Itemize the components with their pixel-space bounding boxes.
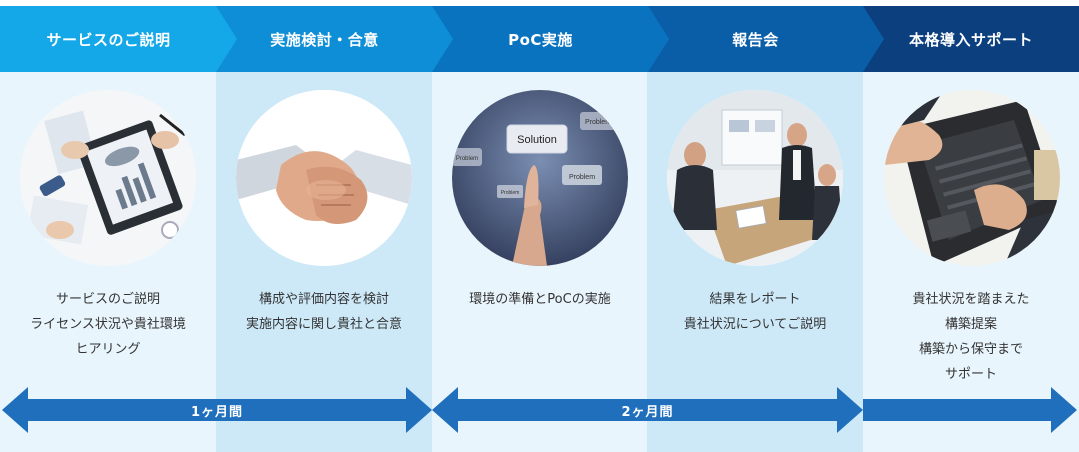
problem-label: Problem [585, 119, 611, 126]
description-line: サポート [944, 367, 997, 382]
step-3: PoC実施 [432, 6, 669, 72]
problem-label: Problem [569, 174, 595, 181]
step-5-description: 貴社状況を踏まえた 構築提案 構築から保守まで サポート [863, 287, 1079, 387]
description-line: 結果をレポート [709, 292, 801, 307]
duration-arrow-1: 1ヶ月間 [2, 387, 432, 433]
duration-label-2: 2ヶ月間 [621, 404, 674, 420]
step-5-label: 本格導入サポート [908, 30, 1033, 49]
solution-touch-photo: Solution Problem Problem Problem Problem [452, 90, 628, 266]
duration-label-1: 1ヶ月間 [190, 404, 244, 420]
duration-arrow-2: 2ヶ月間 [432, 387, 863, 433]
laptop-typing-photo [884, 90, 1060, 266]
step-4-description: 結果をレポート 貴社状況についてご説明 [647, 287, 863, 337]
description-line: 環境の準備とPoCの実施 [469, 292, 611, 307]
problem-label: Problem [456, 156, 478, 162]
handshake-photo [236, 90, 412, 266]
description-line: 構成や評価内容を検討 [258, 292, 389, 307]
step-5: 本格導入サポート [863, 6, 1079, 72]
duration-arrow-3 [863, 387, 1077, 433]
step-header: 本格導入サポート 報告会 PoC実施 実施検討・合意 サービスのご説明 [0, 6, 1079, 72]
step-2: 実施検討・合意 [216, 6, 453, 72]
description-line: 貴社状況を踏まえた [912, 292, 1030, 307]
step-1: サービスのご説明 [0, 6, 237, 72]
presentation-photo [667, 90, 843, 266]
description-line: 構築提案 [944, 317, 997, 332]
step-1-description: サービスのご説明 ライセンス状況や貴社環境 ヒアリング [0, 287, 216, 362]
duration-label-3 [863, 387, 1077, 433]
description-line: サービスのご説明 [55, 292, 160, 307]
step-4: 報告会 [647, 6, 884, 72]
description-line: 貴社状況についてご説明 [683, 317, 827, 332]
description-line: ライセンス状況や貴社環境 [30, 317, 186, 332]
description-line: ヒアリング [75, 342, 141, 357]
description-line: 実施内容に関し貴社と合意 [245, 317, 402, 332]
meeting-documents-photo [20, 90, 196, 266]
step-2-description: 構成や評価内容を検討 実施内容に関し貴社と合意 [216, 287, 432, 337]
step-3-label: PoC実施 [508, 30, 573, 49]
description-line: 構築から保守まで [918, 342, 1023, 357]
step-2-label: 実施検討・合意 [270, 30, 379, 49]
problem-label: Problem [501, 190, 520, 196]
step-1-label: サービスのご説明 [46, 30, 171, 49]
step-3-description: 環境の準備とPoCの実施 [432, 287, 648, 312]
solution-label: Solution [517, 134, 557, 146]
step-4-label: 報告会 [732, 30, 779, 49]
